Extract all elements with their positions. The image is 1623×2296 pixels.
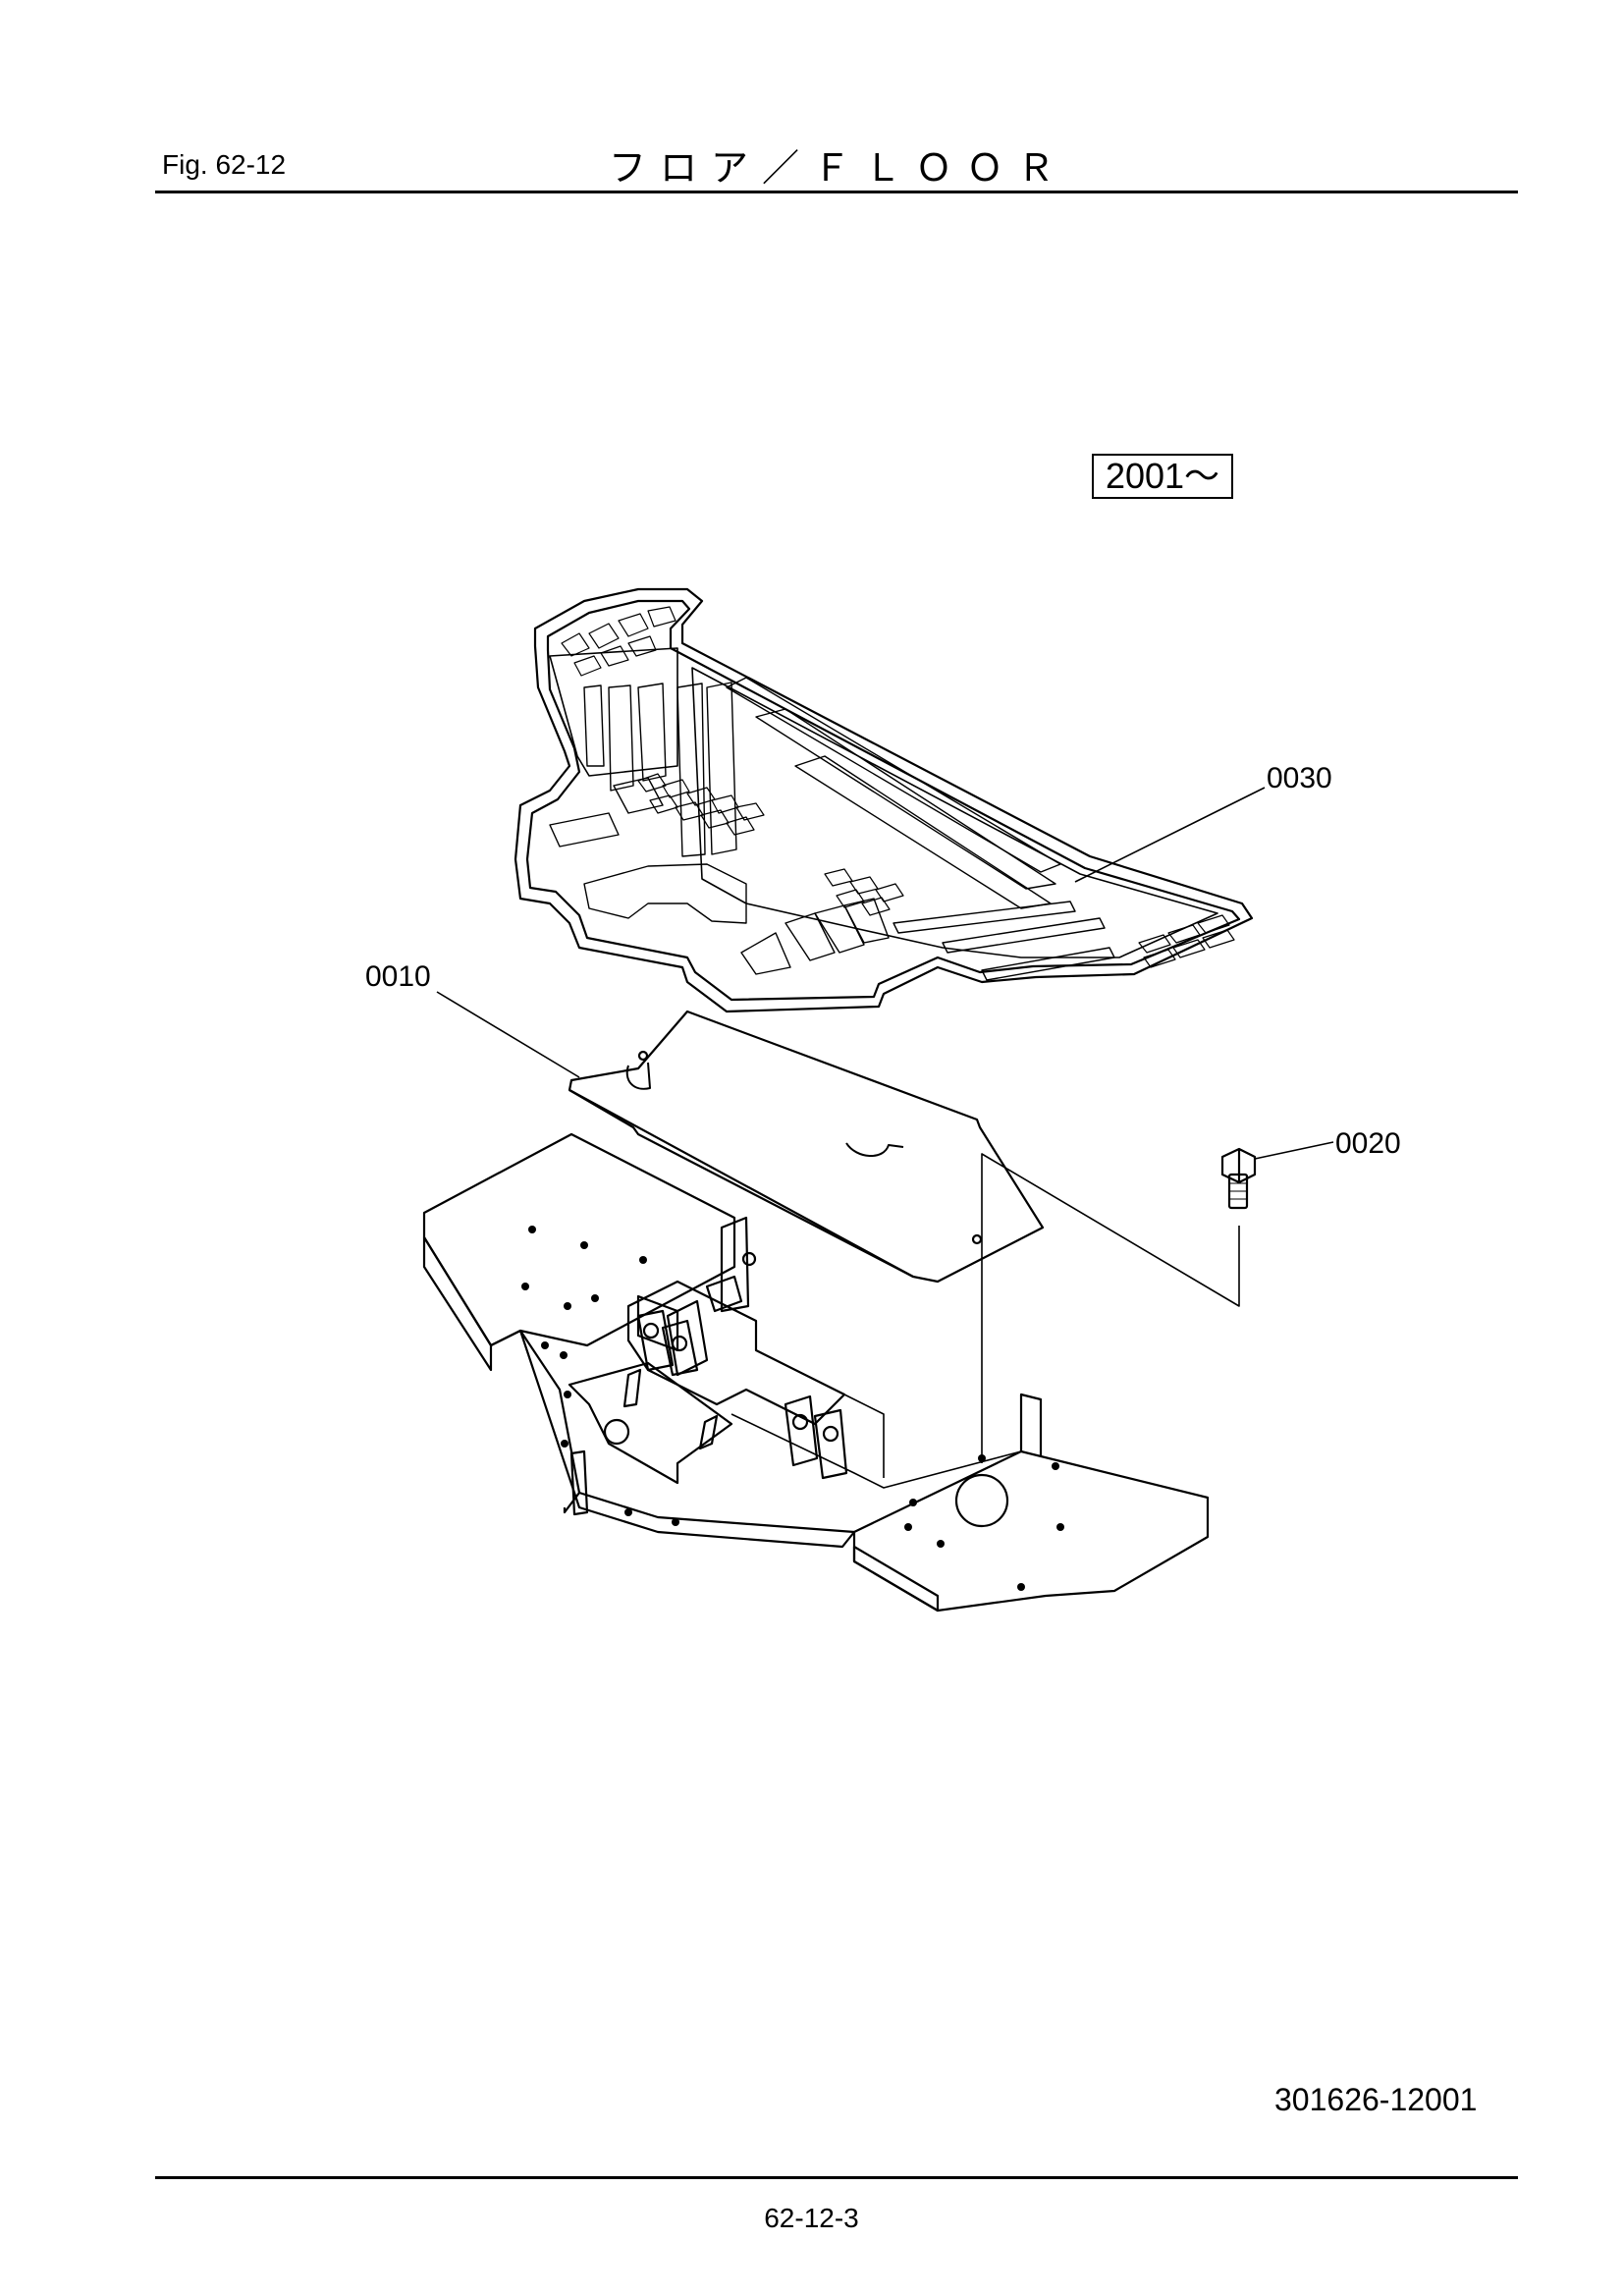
bolt-drawing xyxy=(1220,1147,1257,1210)
bolt-assembly-line xyxy=(981,1153,1240,1463)
leader-0020 xyxy=(1254,1141,1334,1160)
header-rule xyxy=(155,191,1518,193)
floor-mat-drawing xyxy=(514,587,1254,1013)
leader-0010 xyxy=(436,991,580,1078)
footer-rule xyxy=(155,2176,1518,2179)
floor-plate-drawing xyxy=(568,1010,1045,1284)
drawing-number: 301626-12001 xyxy=(1274,2082,1478,2117)
serial-range-box: 2001～ xyxy=(1092,454,1233,499)
frame-holes xyxy=(521,1226,1064,1591)
figure-label: Fig. 62-12 xyxy=(162,149,287,180)
floor-frame-drawing xyxy=(422,1132,1210,1613)
page-number: 62-12-3 xyxy=(764,2203,859,2233)
part-label-0010[interactable]: 0010 xyxy=(365,960,431,993)
part-label-0030[interactable]: 0030 xyxy=(1267,762,1332,794)
page-title: フロア／ＦＬＯＯＲ xyxy=(609,146,1069,190)
part-label-0020[interactable]: 0020 xyxy=(1335,1127,1401,1160)
leader-0030 xyxy=(1074,787,1266,883)
